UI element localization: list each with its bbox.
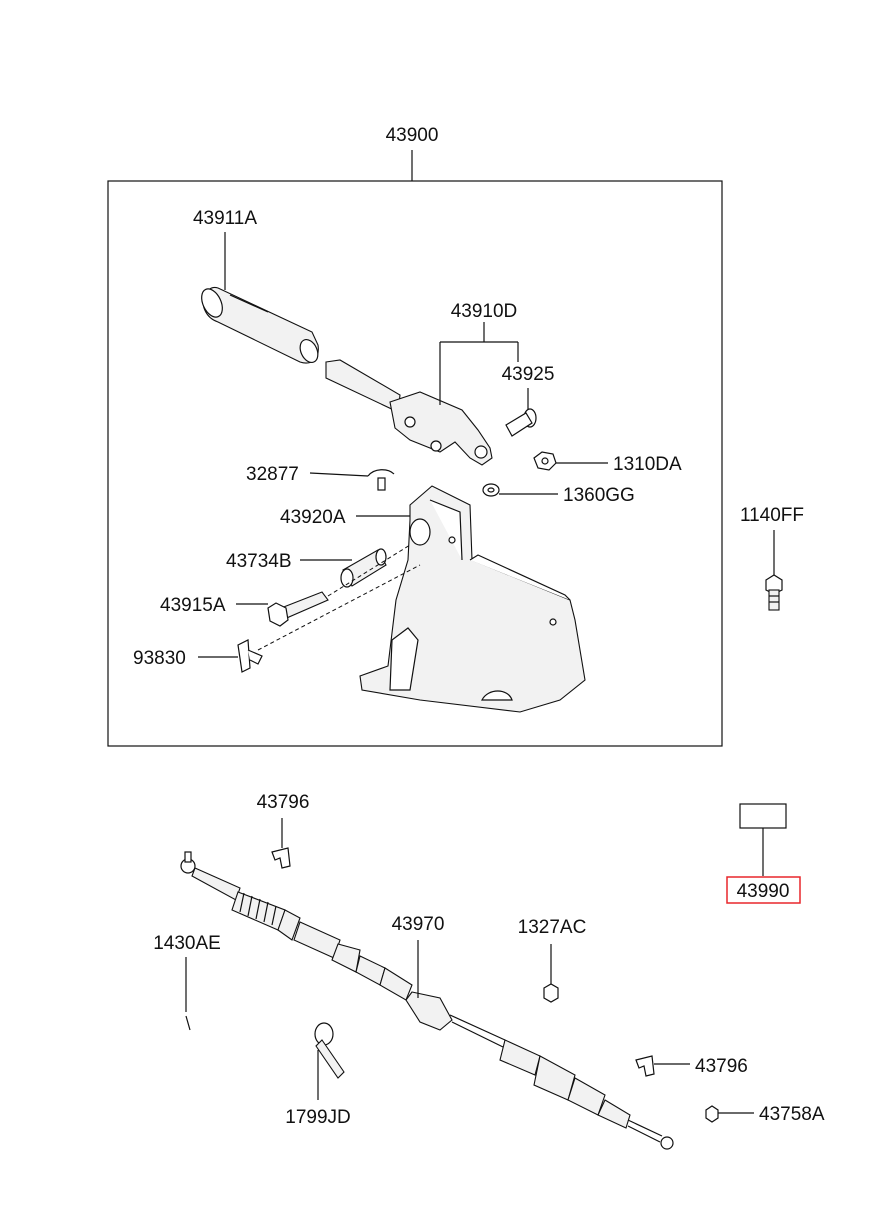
cotter-pin-part	[185, 1015, 191, 1031]
label-nut-small[interactable]: 1327AC	[518, 917, 587, 938]
nut-end-part	[705, 1105, 719, 1123]
label-spring[interactable]: 32877	[246, 464, 299, 485]
part-43990-box	[739, 803, 787, 829]
label-clip-bottom[interactable]: 43796	[695, 1056, 748, 1077]
bracket-part	[359, 485, 586, 713]
bolt-pin-part	[267, 591, 329, 627]
clip-top-part	[271, 847, 291, 869]
pin-part	[505, 408, 537, 437]
label-nut-end[interactable]: 43758A	[759, 1104, 825, 1125]
label-lever[interactable]: 43910D	[451, 301, 518, 322]
label-knob[interactable]: 43911A	[193, 208, 257, 229]
bushing-part	[340, 548, 387, 588]
label-bolt[interactable]: 1140FF	[740, 505, 804, 526]
clip-bottom-part	[635, 1055, 655, 1077]
label-clip-top[interactable]: 43796	[257, 792, 310, 813]
label-bushing[interactable]: 43734B	[226, 551, 292, 572]
clip-part	[237, 639, 263, 673]
nut-small-part	[543, 983, 559, 1003]
label-clip[interactable]: 93830	[133, 648, 186, 669]
label-washer[interactable]: 1360GG	[563, 485, 635, 506]
label-nut[interactable]: 1310DA	[613, 454, 682, 475]
label-cable[interactable]: 43970	[392, 914, 445, 935]
knob-part	[201, 286, 319, 364]
label-bolt-pin[interactable]: 43915A	[160, 595, 226, 616]
lever-part	[325, 359, 493, 466]
bolt-part	[765, 574, 783, 611]
label-cotter-pin[interactable]: 1430AE	[153, 933, 221, 954]
highlight-box[interactable]	[726, 876, 801, 904]
label-bracket[interactable]: 43920A	[280, 507, 346, 528]
label-highlighted[interactable]: 43990	[737, 881, 790, 902]
cable-part	[180, 851, 674, 1150]
assembly-frame	[107, 180, 723, 747]
spring-part	[367, 469, 395, 491]
label-pin[interactable]: 43925	[502, 364, 555, 385]
label-assembly[interactable]: 43900	[386, 125, 439, 146]
strap-part	[314, 1022, 345, 1079]
label-strap[interactable]: 1799JD	[285, 1107, 351, 1128]
